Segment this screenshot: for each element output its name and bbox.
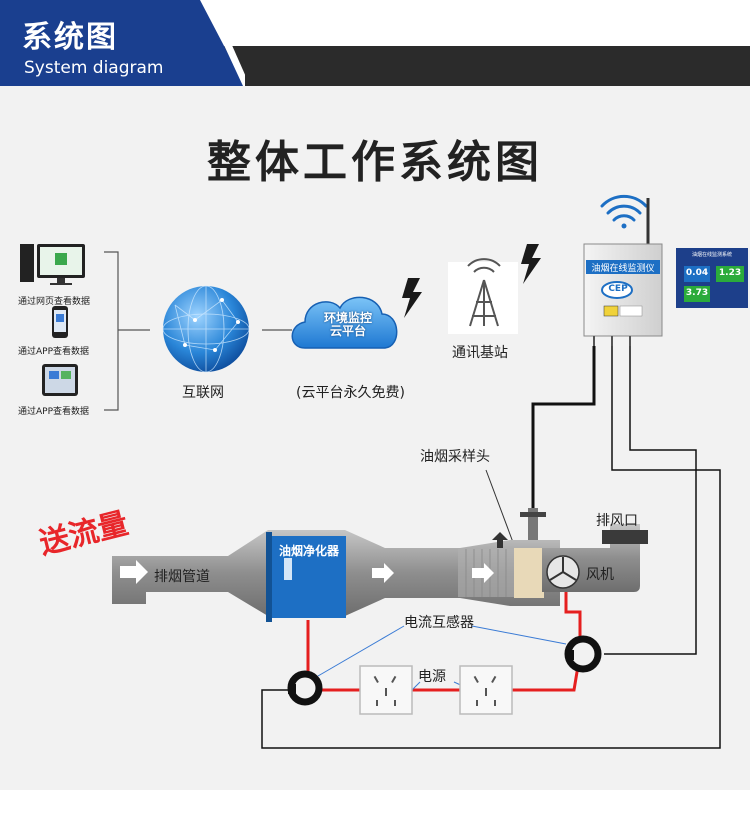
oil-fume-purifier	[266, 532, 346, 622]
power-outlet-icon	[459, 665, 513, 715]
cloud-caption: (云平台永久免费)	[296, 385, 405, 401]
internet-label: 互联网	[182, 385, 224, 401]
power-outlet-icon	[359, 665, 413, 715]
monitor-cabinet	[583, 198, 663, 346]
smartphone-icon	[52, 306, 68, 338]
section-title: 系统图	[22, 20, 118, 55]
header-dark-bar	[150, 46, 750, 86]
flow-arrow-icon	[472, 563, 494, 583]
data-display-screen	[676, 248, 748, 308]
device-label-app-phone: 通过APP查看数据	[18, 347, 90, 357]
device-label-web: 通过网页查看数据	[18, 297, 91, 307]
current-transformer-icon	[564, 635, 602, 673]
exhaust-outlet-cap	[602, 530, 648, 544]
base-station-tower-icon	[448, 258, 518, 334]
flow-arrow-icon	[120, 560, 148, 584]
cloud-text-line1: 环境监控	[323, 311, 372, 325]
display-value-2: 1.23	[718, 268, 742, 278]
device-bracket	[104, 251, 150, 411]
power-label: 电源	[418, 669, 446, 685]
display-value-3: 3.73	[685, 288, 709, 298]
cloud-text-line2: 云平台	[329, 324, 366, 338]
internet-globe-icon	[162, 285, 250, 373]
desktop-computer-icon	[20, 244, 85, 285]
fan-label: 风机	[586, 567, 614, 583]
bottom-strip	[0, 790, 750, 828]
sampling-probe	[485, 469, 546, 554]
header-badge	[0, 0, 245, 86]
display-title: 油烟在线监测系统	[691, 252, 732, 258]
section-subtitle: System diagram	[24, 58, 164, 78]
lightning-icon	[402, 278, 422, 318]
display-value-1: 0.04	[685, 268, 709, 278]
wifi-icon	[600, 194, 648, 229]
sampling-head-label: 油烟采样头	[420, 449, 490, 465]
diagram-title: 整体工作系统图	[207, 137, 543, 188]
base-station-label: 通讯基站	[452, 345, 508, 361]
current-transformer-icon	[287, 670, 323, 706]
tablet-icon	[42, 364, 78, 396]
current-transformer-label: 电流互感器	[404, 615, 474, 631]
flow-arrow-icon	[492, 532, 508, 548]
monitor-screen-title: 油烟在线监测仪	[591, 264, 655, 274]
flow-arrow-icon	[372, 563, 394, 583]
monitor-brand: CEP	[608, 284, 628, 294]
purifier-label: 油烟净化器	[278, 544, 339, 558]
lightning-icon	[521, 244, 541, 284]
duct-label: 排烟管道	[154, 569, 210, 585]
fan-icon	[546, 555, 580, 589]
cloud-text: 环境监控 云平台	[318, 312, 378, 338]
cloud-platform-icon	[291, 296, 398, 349]
device-label-app-tablet: 通过APP查看数据	[18, 407, 90, 417]
exhaust-outlet-label: 排风口	[596, 513, 638, 529]
